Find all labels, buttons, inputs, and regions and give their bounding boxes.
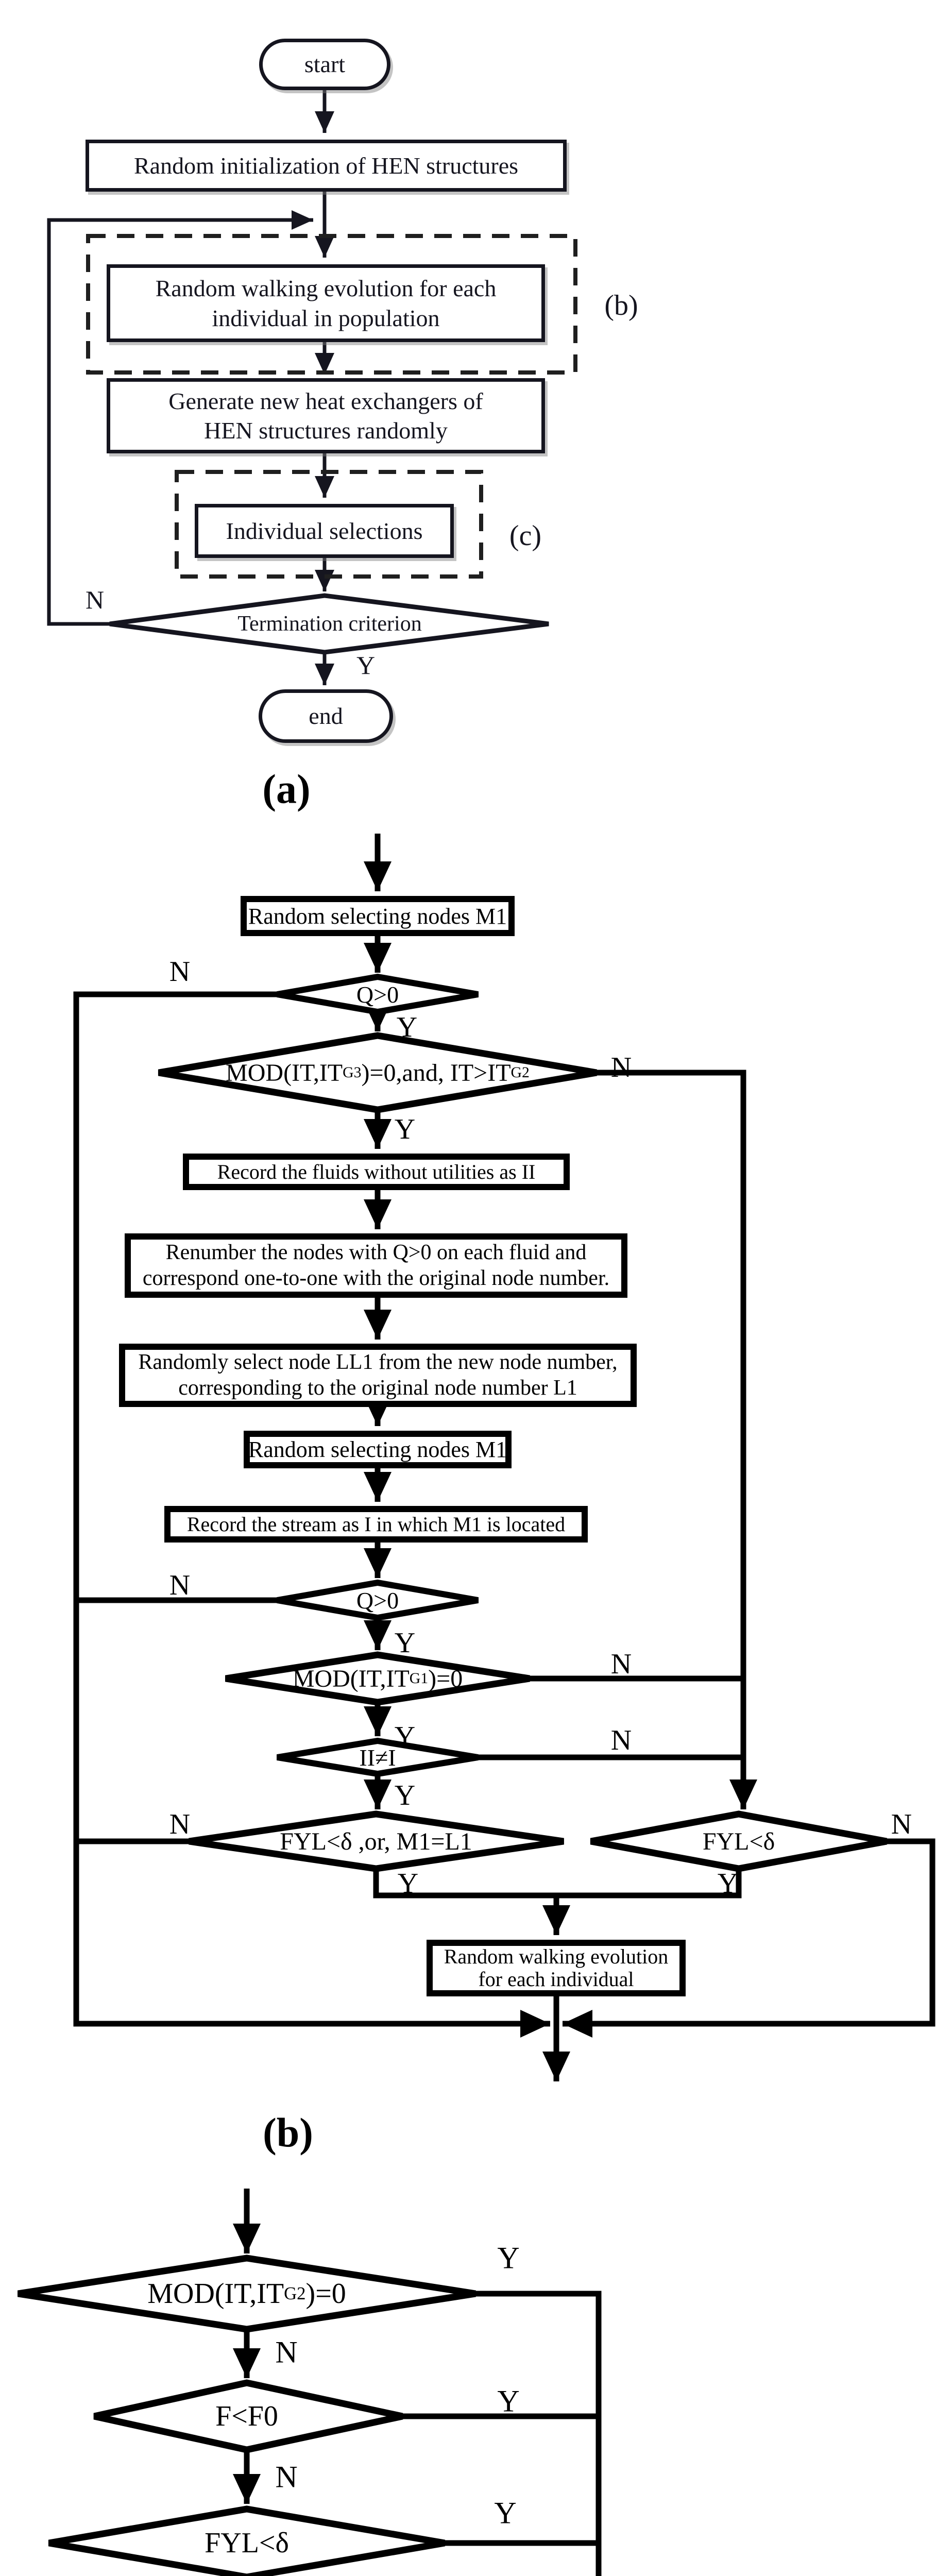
process-select-m1-first: Random selecting nodes M1 [241,896,515,936]
branch-c-f-y: Y [497,2384,520,2418]
process-select-ll1-line1: Randomly select node LL1 from the new no… [138,1350,618,1374]
process-select-m1-second-label: Random selecting nodes M1 [248,1437,507,1462]
decisions-section-b [158,973,888,1872]
branch-a-termination-n: N [85,585,105,614]
decision-q2-shape [276,1579,479,1621]
dashed-box-c-tag: (c) [509,520,542,552]
decision-q1-shape [276,973,479,1015]
decision-mod-g1-shape [225,1651,531,1706]
rail-b-far-right-n [563,1838,935,2038]
branch-b-q2-n: N [169,1569,191,1601]
branch-b-fyl-or-y: Y [397,1868,419,1900]
decision-f-shape [93,2379,403,2453]
branch-c-mod2-y: Y [497,2241,520,2275]
process-select-ll1-line2: corresponding to the original node numbe… [178,1376,577,1400]
edge-loop-back-n [47,210,313,626]
decision-mod-g2-shape [18,2255,476,2333]
process-renumber-line1: Renumber the nodes with Q>0 on each flui… [165,1240,587,1264]
branch-c-fyl-y: Y [494,2496,517,2530]
branch-b-mod3-n: N [610,1052,632,1083]
terminal-start: start [259,39,390,90]
process-random-init-label: Random initialization of HEN structures [133,152,519,179]
terminal-end: end [259,689,393,743]
branch-b-neq-n: N [610,1724,632,1756]
dashed-groups-section-a [86,234,577,579]
branch-b-mod3-y: Y [394,1113,416,1145]
process-random-init: Random initialization of HEN structures [86,140,567,192]
process-random-walk-individual: Random walking evolution for each indivi… [427,1940,686,1996]
branch-b-fyl-right-y: Y [717,1868,739,1900]
rail-b-right-n [594,1070,757,1809]
terminal-end-label: end [309,703,343,730]
decision-fyl-c-shape [48,2505,446,2576]
process-random-walk-line2: individual in population [212,304,440,331]
process-select-m1-first-label: Random selecting nodes M1 [248,903,507,929]
branch-c-f-n: N [275,2460,298,2494]
dashed-box-c [175,470,483,579]
rail-b-left-n [73,991,550,2038]
process-generate-line2: HEN structures randomly [204,417,448,444]
process-random-walk: Random walking evolution for each indivi… [107,264,545,342]
branch-b-q2-y: Y [394,1627,416,1659]
branch-a-termination-y: Y [356,651,376,680]
branch-b-mod1-n: N [610,1648,632,1680]
branch-b-q1-y: Y [396,1011,418,1043]
process-select-m1-second: Random selecting nodes M1 [244,1431,512,1468]
decision-termination-shape [109,593,549,655]
decisions-section-c [18,2255,476,2576]
branch-c-mod2-n: N [275,2335,298,2369]
branch-b-neq-y: Y [394,1780,416,1811]
branch-b-q1-n: N [169,956,191,988]
process-generate-exchangers: Generate new heat exchangers of HEN stru… [107,378,545,453]
process-record-stream-label: Record the stream as I in which M1 is lo… [186,1512,566,1536]
process-random-walk-line1: Random walking evolution for each [155,275,497,301]
process-record-fluids-label: Record the fluids without utilities as I… [217,1160,536,1183]
branch-b-mod1-y: Y [394,1721,416,1753]
process-generate-line1: Generate new heat exchangers of [168,387,483,414]
process-renumber-nodes: Renumber the nodes with Q>0 on each flui… [125,1233,627,1298]
dashed-box-b [86,234,577,375]
rail-c-yes [475,2291,602,2576]
process-renumber-line2: correspond one-to-one with the original … [142,1266,610,1290]
process-individual-selections: Individual selections [195,504,454,558]
process-rw-line2: for each individual [478,1968,634,1991]
process-individual-selections-label: Individual selections [226,517,423,544]
process-rw-line1: Random walking evolution [444,1945,669,1968]
terminal-start-label: start [304,51,346,78]
decision-fyl-right-shape [590,1810,888,1872]
decision-neq-shape [277,1737,479,1777]
decision-fyl-or-shape [189,1810,564,1872]
process-record-stream: Record the stream as I in which M1 is lo… [164,1506,588,1543]
dashed-box-b-tag: (b) [604,290,638,321]
process-record-fluids: Record the fluids without utilities as I… [183,1154,570,1190]
process-select-ll1: Randomly select node LL1 from the new no… [119,1344,637,1407]
branch-b-fyl-right-n: N [891,1808,912,1840]
connectors-section-b [73,834,935,2081]
caption-a: (a) [262,767,311,812]
branch-b-fyl-or-n: N [169,1808,191,1840]
caption-b: (b) [263,2110,313,2156]
edge-b-y-merge [373,1869,742,1899]
decision-mod-g3-shape [158,1032,598,1113]
connectors-section-c [233,2189,602,2576]
